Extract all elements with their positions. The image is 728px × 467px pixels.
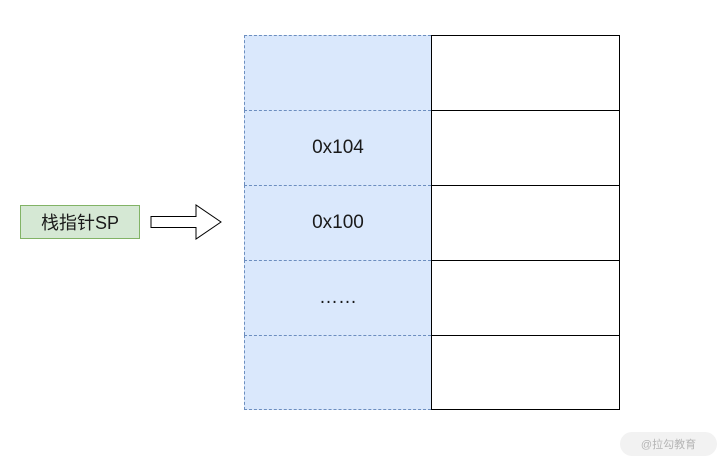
address-cell [244, 335, 431, 410]
stack-row [244, 335, 620, 410]
stack-pointer-label: 栈指针SP [20, 205, 140, 239]
stack-row [244, 35, 620, 110]
memory-stack: 0x104 0x100 …… [244, 35, 620, 410]
address-cell: 0x104 [244, 110, 431, 185]
data-cell [431, 35, 620, 110]
data-cell [431, 335, 620, 410]
address-cell: …… [244, 260, 431, 335]
data-cell [431, 110, 620, 185]
pointer-arrow-icon [150, 204, 222, 240]
address-cell [244, 35, 431, 110]
watermark: @拉勾教育 [620, 432, 717, 456]
stack-row: …… [244, 260, 620, 335]
data-cell [431, 260, 620, 335]
stack-row: 0x100 [244, 185, 620, 260]
data-cell [431, 185, 620, 260]
stack-row: 0x104 [244, 110, 620, 185]
address-cell: 0x100 [244, 185, 431, 260]
